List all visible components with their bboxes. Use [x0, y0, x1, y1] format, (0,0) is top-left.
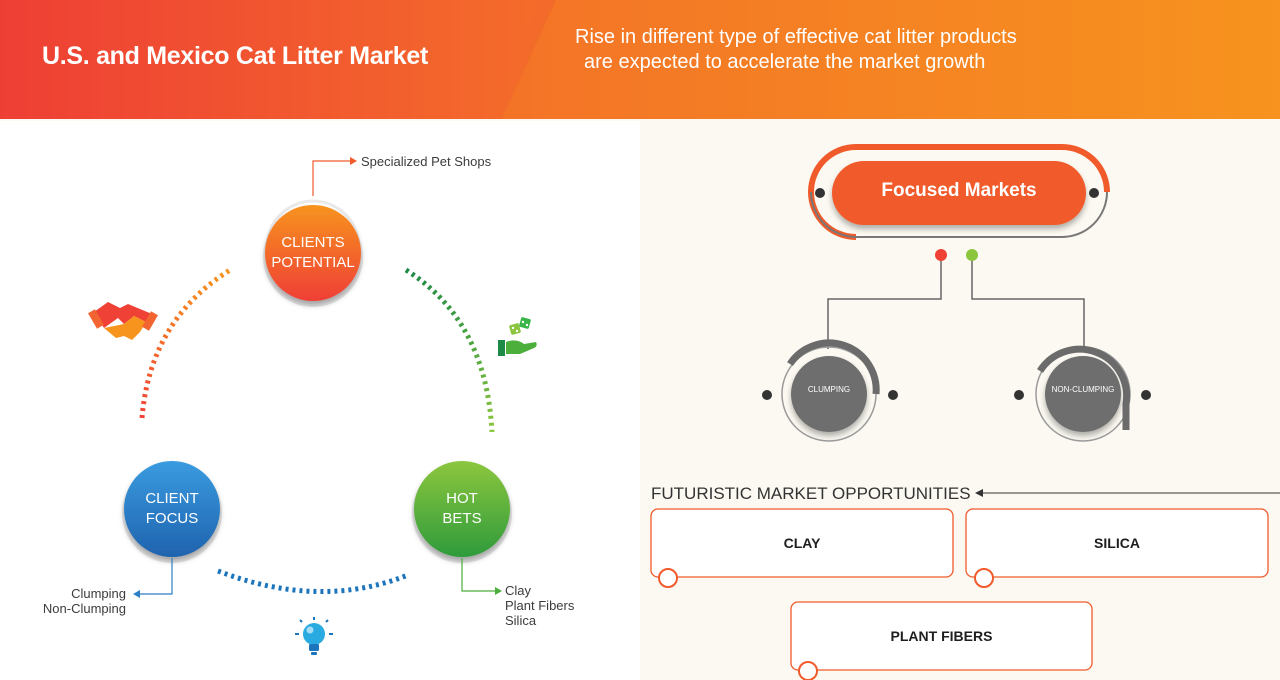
clients-potential-line-2: POTENTIAL [271, 254, 355, 271]
page-title: U.S. and Mexico Cat Litter Market [42, 42, 429, 70]
handshake-icon [88, 302, 158, 340]
clients-potential-label: CLIENTS POTENTIAL [265, 233, 361, 273]
client-focus-node [122, 461, 222, 598]
header-divider [488, 0, 556, 119]
non-clumping-node [1014, 345, 1151, 442]
hand-dice-icon [498, 317, 537, 356]
header-title-panel [0, 0, 552, 119]
option-box-plant-fibers [790, 601, 1093, 680]
hot-bets-detail-silica: Silica [505, 613, 537, 628]
header-subtitle: Rise in different type of effective cat … [575, 25, 1017, 75]
client-focus-label: CLIENT FOCUS [124, 489, 220, 529]
option-box-clay [650, 508, 954, 588]
opportunities-heading: FUTURISTIC MARKET OPPORTUNITIES [651, 484, 971, 503]
option-silica-label: SILICA [1094, 535, 1140, 551]
option-clay-label: CLAY [783, 535, 821, 551]
clients-potential-node [263, 157, 363, 307]
arc-left [139, 267, 232, 419]
hot-bets-detail-clay: Clay [505, 583, 532, 598]
segment-non-clumping-label: NON-CLUMPING [1051, 385, 1115, 394]
focused-markets-connectors [827, 249, 1085, 349]
focused-markets-title: Focused Markets [881, 180, 1037, 201]
lightbulb-icon [295, 617, 333, 655]
client-focus-details: Clumping Non-Clumping [28, 586, 126, 616]
option-box-silica [965, 508, 1269, 588]
hot-bets-line-1: HOT [446, 490, 478, 507]
clumping-node [762, 339, 898, 442]
arc-right [404, 267, 495, 433]
hot-bets-label: HOT BETS [414, 489, 510, 529]
opportunities-arrow [975, 489, 1280, 497]
option-plant-fibers-label: PLANT FIBERS [890, 628, 993, 644]
client-focus-line-2: FOCUS [145, 510, 199, 527]
client-focus-detail-clumping: Clumping [71, 586, 126, 601]
segment-clumping-label: CLUMPING [807, 385, 851, 394]
client-focus-detail-non-clumping: Non-Clumping [42, 601, 126, 616]
focused-markets-node [808, 144, 1110, 240]
header-subtitle-line-1: Rise in different type of effective cat … [575, 26, 1017, 48]
hot-bets-detail-plant-fibers: Plant Fibers [505, 598, 575, 613]
clients-potential-line-1: CLIENTS [281, 234, 345, 251]
client-focus-line-1: CLIENT [145, 490, 199, 507]
header-subtitle-line-2: are expected to accelerate the market gr… [584, 51, 986, 73]
clients-potential-detail: Specialized Pet Shops [361, 154, 492, 169]
hot-bets-line-2: BETS [442, 510, 482, 527]
hot-bets-details: Clay Plant Fibers Silica [505, 583, 574, 628]
hot-bets-node [412, 461, 512, 595]
